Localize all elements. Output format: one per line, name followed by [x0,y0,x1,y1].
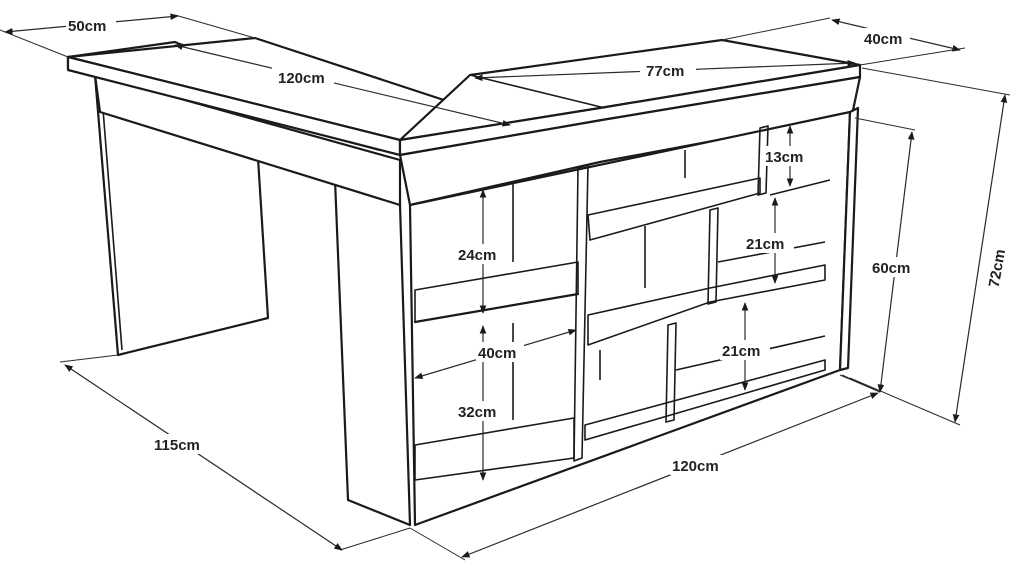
svg-text:13cm: 13cm [765,149,803,166]
label-right-upper-compartment: 21cm [744,233,794,253]
label-top-right-width: 77cm [640,60,696,80]
label-shelf-height: 60cm [870,257,920,277]
label-left-compartment-width: 40cm [476,342,524,362]
label-left-lower-compartment: 32cm [456,401,506,421]
svg-text:120cm: 120cm [672,458,719,475]
desk-apron [93,73,402,207]
svg-text:50cm: 50cm [68,18,106,35]
label-left-upper-compartment: 24cm [456,244,506,264]
bookcase-body [398,75,862,527]
svg-text:40cm: 40cm [864,31,902,48]
svg-text:72cm: 72cm [986,248,1009,289]
label-total-height: 72cm [982,241,1011,293]
svg-text:21cm: 21cm [746,236,784,253]
dimension-lines [0,13,1011,561]
svg-text:120cm: 120cm [278,70,325,87]
dimension-labels: 50cm 120cm 77cm 40cm 72cm 60cm 13cm 21c [66,15,1011,475]
svg-text:77cm: 77cm [646,63,684,80]
svg-text:32cm: 32cm [458,404,496,421]
svg-text:21cm: 21cm [722,343,760,360]
label-base-width: 120cm [670,455,730,475]
label-top-left-depth: 50cm [66,15,116,35]
label-top-compartment: 13cm [763,146,813,166]
label-top-right-depth: 40cm [860,28,910,48]
label-base-length: 115cm [152,434,210,454]
svg-text:115cm: 115cm [154,437,200,454]
svg-text:40cm: 40cm [478,345,516,362]
inner-support-panel [333,178,412,527]
label-top-left-width: 120cm [272,66,334,87]
svg-text:60cm: 60cm [872,260,910,277]
label-right-lower-compartment: 21cm [720,340,770,360]
svg-text:24cm: 24cm [458,247,496,264]
